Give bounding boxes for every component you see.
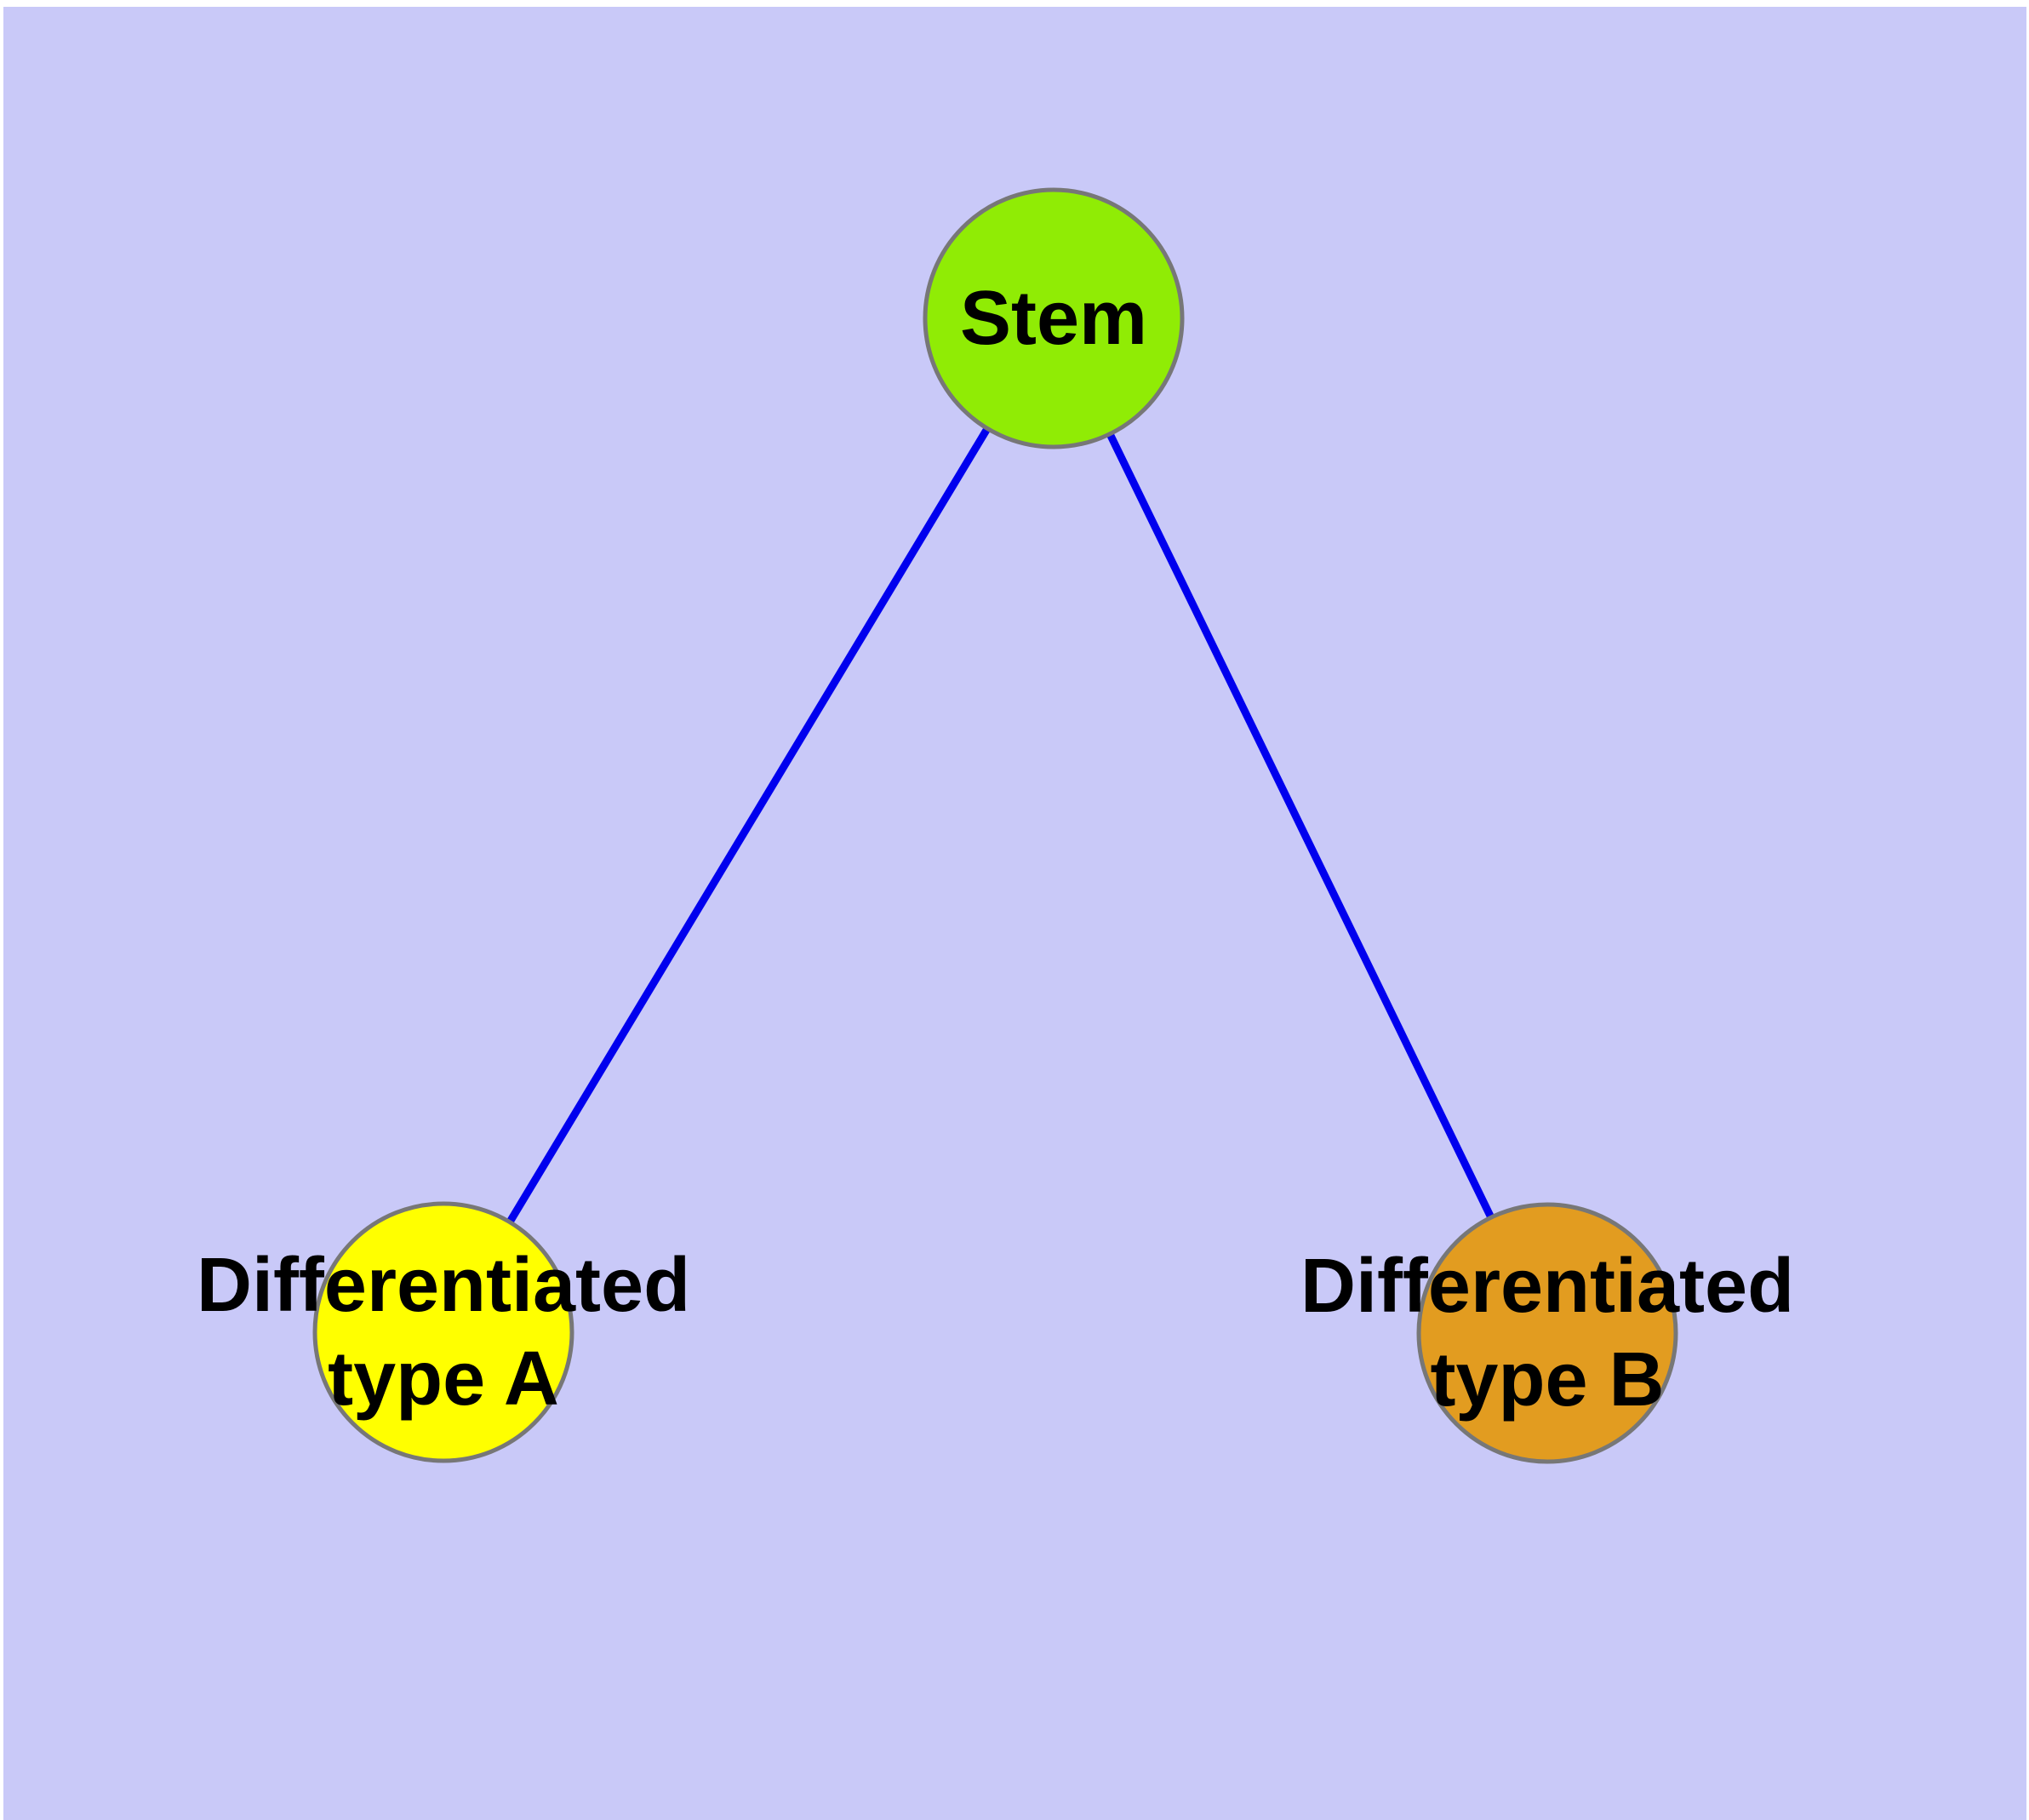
edge-stem-to-type-a: [440, 316, 1057, 1335]
edge-stem-to-type-b: [1049, 317, 1552, 1335]
node-differentiated-type-a[interactable]: [312, 1201, 574, 1463]
node-stem[interactable]: [923, 187, 1185, 449]
node-differentiated-type-b[interactable]: [1416, 1202, 1678, 1464]
